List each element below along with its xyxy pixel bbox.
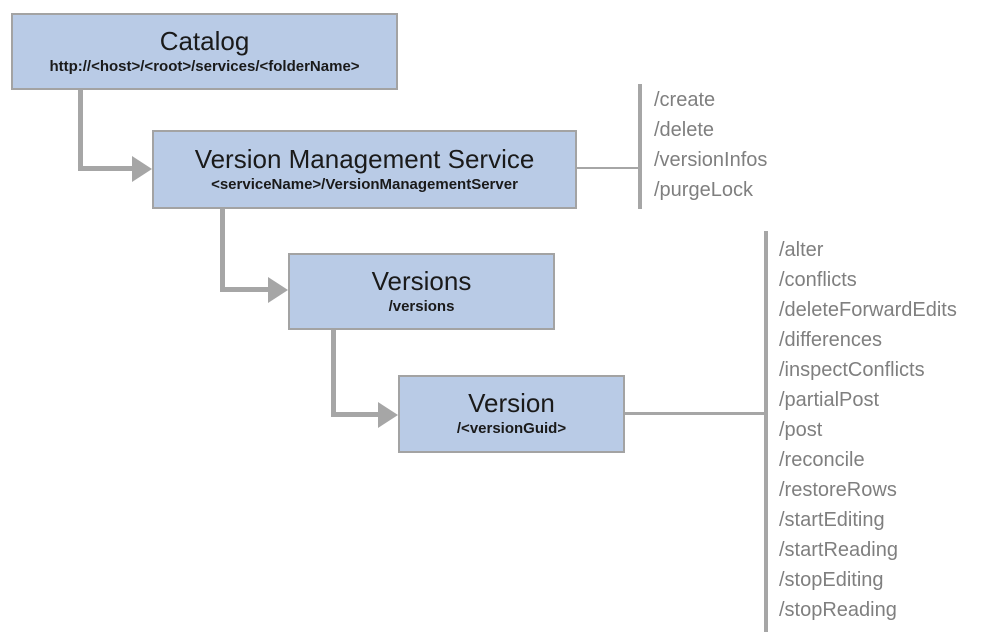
endpoint-post: /post: [779, 419, 823, 441]
endpoint-startReading: /startReading: [779, 539, 898, 561]
connector-vms-endpoints: [577, 167, 640, 169]
endpoint-versionInfos: /versionInfos: [654, 149, 768, 171]
node-version-url: /<versionGuid>: [456, 420, 567, 438]
connector-vms-versions-vertical: [220, 209, 225, 292]
endpoint-conflicts: /conflicts: [779, 269, 857, 291]
endpoint-startEditing: /startEditing: [779, 509, 885, 531]
node-vms-title: Version Management Service: [194, 143, 535, 174]
version-endpoint-list: /alter /conflicts /deleteForwardEdits /d…: [779, 235, 957, 625]
connector-vms-versions-horizontal: [220, 287, 270, 292]
endpoint-reconcile: /reconcile: [779, 449, 865, 471]
endpoint-stopReading: /stopReading: [779, 599, 897, 621]
endpoint-partialPost: /partialPost: [779, 389, 880, 411]
version-endpoints-bracket: [764, 231, 768, 632]
endpoint-stopEditing: /stopEditing: [779, 569, 884, 591]
endpoint-deleteForwardEdits: /deleteForwardEdits: [779, 299, 957, 321]
arrowhead-right-icon: [378, 402, 398, 428]
endpoint-restoreRows: /restoreRows: [779, 479, 897, 501]
node-version-title: Version: [468, 388, 555, 419]
node-catalog-url: http://<host>/<root>/services/<folderNam…: [49, 57, 360, 75]
connector-versions-version-vertical: [331, 330, 336, 417]
endpoint-purgeLock: /purgeLock: [654, 179, 753, 201]
endpoint-differences: /differences: [779, 329, 883, 351]
connector-versions-version-horizontal: [331, 412, 380, 417]
node-versions: Versions /versions: [288, 253, 555, 330]
node-vms-url: <serviceName>/VersionManagementServer: [211, 175, 518, 193]
node-versions-url: /versions: [388, 297, 455, 315]
endpoint-alter: /alter: [779, 239, 824, 261]
endpoint-delete: /delete: [654, 119, 715, 141]
arrowhead-right-icon: [132, 156, 152, 182]
connector-catalog-vms-vertical: [78, 90, 83, 171]
endpoint-inspectConflicts: /inspectConflicts: [779, 359, 925, 381]
node-versions-title: Versions: [371, 265, 472, 296]
connector-catalog-vms-horizontal: [78, 166, 134, 171]
node-version-management-service: Version Management Service <serviceName>…: [152, 130, 577, 209]
node-catalog: Catalog http://<host>/<root>/services/<f…: [11, 13, 398, 90]
endpoint-create: /create: [654, 89, 716, 111]
arrowhead-right-icon: [268, 277, 288, 303]
connector-version-endpoints: [625, 412, 766, 415]
vms-endpoints-bracket: [638, 84, 642, 209]
node-catalog-title: Catalog: [159, 25, 250, 56]
node-version: Version /<versionGuid>: [398, 375, 625, 453]
vms-endpoint-list: /create /delete /versionInfos /purgeLock: [654, 85, 767, 205]
